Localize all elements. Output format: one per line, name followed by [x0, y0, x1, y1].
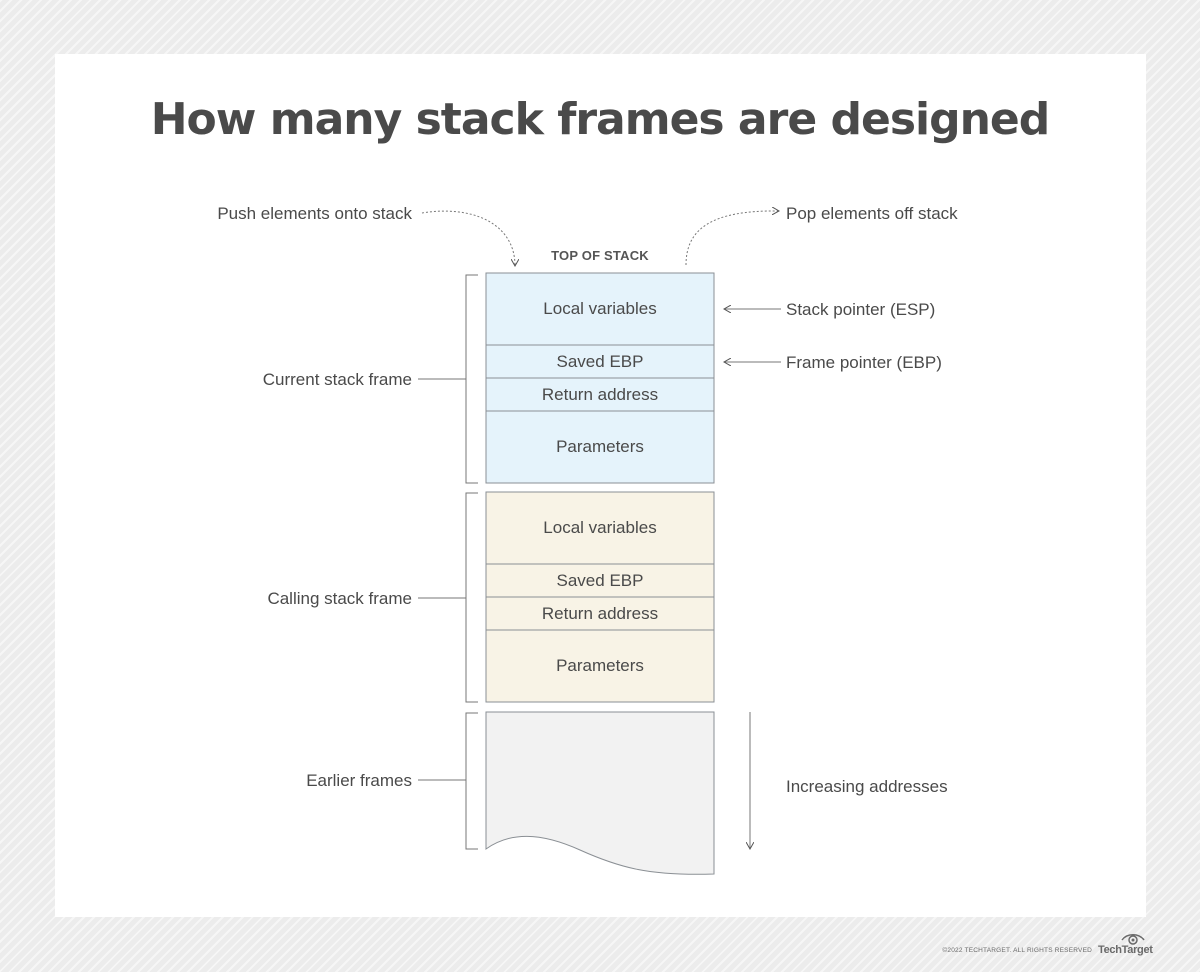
earlier-frames-block — [485, 711, 715, 875]
current-saved-ebp: Saved EBP — [556, 351, 644, 371]
calling-return-address: Return address — [541, 603, 659, 623]
diagram-title: How many stack frames are designed — [150, 94, 1051, 145]
current-local-variables: Local variables — [543, 299, 657, 318]
earlier-frames-label: Earlier frames — [306, 771, 412, 790]
pop-label: Pop elements off stack — [786, 204, 958, 223]
push-arrow — [421, 210, 515, 266]
calling-frame-bracket — [418, 492, 478, 703]
calling-local-variables: Local variables — [543, 518, 657, 537]
increasing-addresses-label: Increasing addresses — [786, 777, 948, 796]
current-return-address: Return address — [541, 384, 659, 404]
push-label: Push elements onto stack — [217, 204, 412, 223]
current-frame-bracket — [418, 274, 478, 484]
calling-parameters: Parameters — [556, 656, 644, 675]
current-parameters: Parameters — [556, 437, 644, 456]
pop-arrow — [685, 211, 779, 266]
techtarget-logo: TechTarget — [1098, 944, 1153, 956]
techtarget-eye-icon — [1121, 934, 1145, 945]
calling-frame-label: Calling stack frame — [267, 589, 412, 608]
stack-pointer-label: Stack pointer (ESP) — [786, 300, 936, 319]
top-of-stack-label: TOP OF STACK — [551, 248, 649, 263]
earlier-frames-bracket — [418, 712, 478, 850]
copyright-notice: ©2022 TECHTARGET. ALL RIGHTS RESERVED — [942, 947, 1092, 954]
calling-saved-ebp: Saved EBP — [556, 570, 644, 590]
frame-pointer-label: Frame pointer (EBP) — [786, 353, 942, 372]
current-frame-label: Current stack frame — [262, 370, 412, 389]
